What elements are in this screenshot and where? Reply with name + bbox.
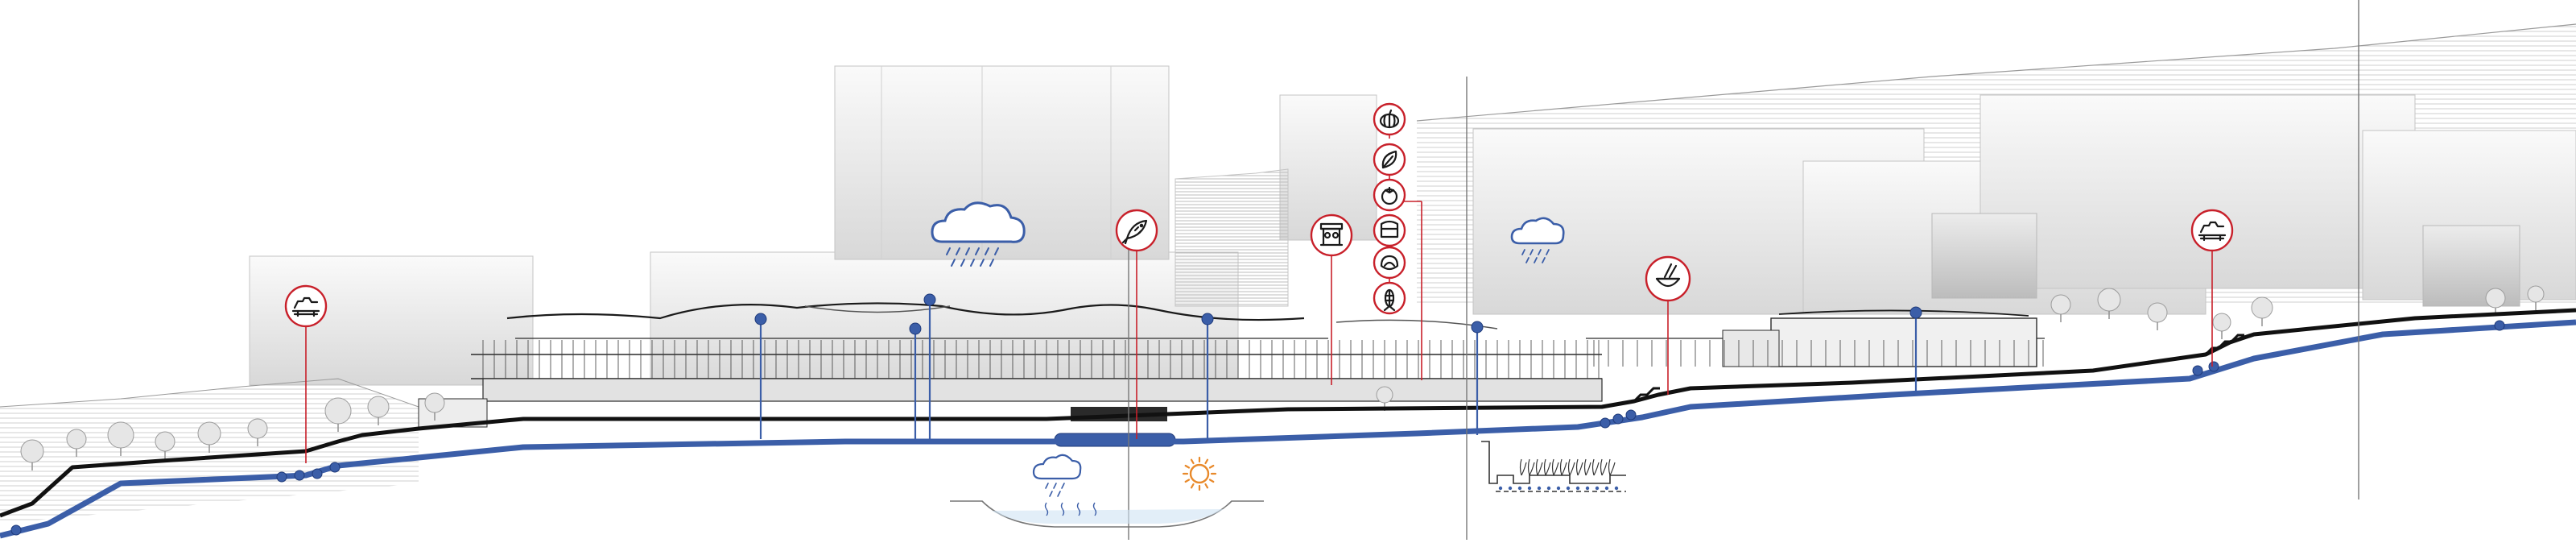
tree: [197, 421, 221, 453]
tree: [367, 396, 390, 425]
tree: [155, 431, 175, 459]
landscape-bench-icon: [2190, 209, 2234, 252]
basin-detail: [950, 454, 1264, 528]
leaf-icon: [1373, 143, 1406, 176]
curved-roof: [506, 302, 1305, 321]
tree: [107, 421, 134, 456]
pumpkin-icon: [1373, 102, 1406, 136]
pipe-node: [1600, 417, 1611, 429]
pipe-node: [1612, 413, 1624, 425]
pipe-node: [276, 471, 287, 483]
drain-pin: [1201, 313, 1214, 439]
market-stall-icon: [1373, 213, 1406, 247]
rain-cloud-icon: [1510, 217, 1565, 263]
tree: [20, 439, 44, 470]
rain-cloud-icon: [1032, 454, 1082, 497]
tree: [2147, 302, 2168, 330]
trees-group: [20, 285, 2545, 470]
pipe-node: [10, 524, 22, 536]
tree: [2527, 285, 2545, 310]
market-stall-icon: [1310, 213, 1353, 257]
tree: [2485, 288, 2506, 316]
building-massing: [2422, 225, 2520, 307]
building-massing: [1174, 168, 1289, 307]
rain-cloud-icon: [931, 201, 1026, 267]
building-massing: [1979, 94, 2416, 289]
tree: [2050, 294, 2071, 322]
building-massing: [1931, 213, 2037, 299]
wetland-detail: [1481, 441, 1626, 492]
drain-pin: [1909, 306, 1922, 393]
pipe-node: [1625, 409, 1637, 421]
tree: [66, 429, 87, 457]
pipe-node: [294, 470, 305, 481]
pipe-nodes-group: [10, 320, 2505, 536]
tree: [324, 397, 352, 432]
drain-pin: [1471, 321, 1484, 435]
drain-pin: [754, 313, 767, 439]
tree: [247, 418, 268, 446]
landscape-bench-icon: [284, 284, 328, 328]
tomato-icon: [1373, 178, 1406, 212]
market-complex-section: [418, 302, 2045, 447]
tree: [2212, 313, 2231, 339]
grain-icon: [1373, 281, 1406, 315]
sun-icon: [1182, 456, 1217, 491]
cabbage-icon: [1373, 246, 1406, 280]
fish-icon: [1115, 209, 1158, 252]
pipe-node: [2494, 320, 2505, 331]
pipe-node: [329, 462, 341, 473]
tree: [2097, 288, 2121, 319]
tree: [2251, 296, 2273, 326]
drain-pin: [923, 293, 936, 439]
bowl-chopsticks-icon: [1645, 255, 1691, 302]
drain-pin: [909, 322, 922, 439]
water-pipe: [0, 319, 2576, 539]
pipe-node: [312, 468, 323, 479]
building-massing: [650, 251, 1239, 390]
tree: [424, 392, 445, 421]
background-massing: [249, 23, 2576, 390]
pipe-node: [2192, 365, 2203, 376]
hillside-profile-line: [1416, 23, 2576, 122]
pipe-node: [2208, 361, 2219, 372]
drain-pins-group: [754, 293, 1922, 439]
